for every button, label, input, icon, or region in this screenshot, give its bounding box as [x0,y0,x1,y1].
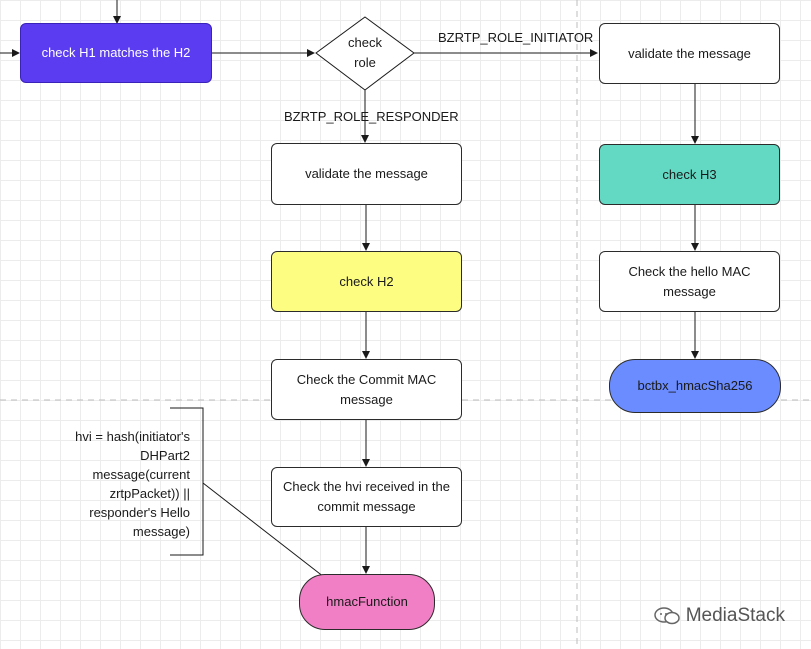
check-hvi-node[interactable]: Check the hvi received in the commit mes… [271,467,462,527]
chat-bubble-icon [653,607,680,625]
watermark-brand: MediaStack [653,605,785,627]
bctbx-hmac-node[interactable]: bctbx_hmacSha256 [609,359,781,413]
watermark-brand-text: MediaStack [685,605,785,626]
note-line-4: zrtpPacket)) || [109,486,190,501]
decision-line-1: check [348,35,382,50]
validate-initiator-node[interactable]: validate the message [599,23,780,84]
decision-diamond [315,16,415,91]
note-line-6: message) [132,524,190,539]
note-line-5: responder's Hello [89,505,190,520]
note-line-3: message(current [92,467,190,482]
note-line-1: hvi = hash(initiator's [75,429,190,444]
decision-label[interactable]: check role [330,33,400,73]
edge-label-responder: BZRTP_ROLE_RESPONDER [284,109,459,124]
note-line-2: DHPart2 [140,448,190,463]
note-connector [202,482,325,578]
edge-label-initiator: BZRTP_ROLE_INITIATOR [438,30,594,45]
check-commit-mac-node[interactable]: Check the Commit MAC message [271,359,462,420]
check-h2-node[interactable]: check H2 [271,251,462,312]
decision-line-2: role [354,55,376,70]
check-h3-node[interactable]: check H3 [599,144,780,205]
check-hello-mac-node[interactable]: Check the hello MAC message [599,251,780,312]
hmac-function-node[interactable]: hmacFunction [299,574,435,630]
hvi-annotation: hvi = hash(initiator's DHPart2 message(c… [40,427,190,541]
validate-responder-node[interactable]: validate the message [271,143,462,205]
note-bracket [170,407,204,556]
check-h1-node[interactable]: check H1 matches the H2 [20,23,212,83]
